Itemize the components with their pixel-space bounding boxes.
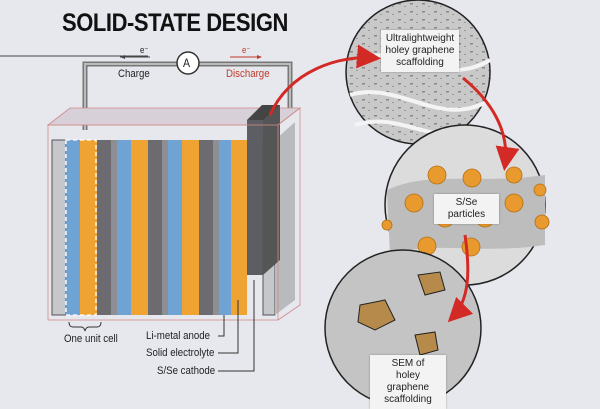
unit-cell-brace: [68, 321, 102, 332]
unit-cell-label: One unit cell: [64, 333, 118, 345]
callout-line: S/Se particles: [447, 197, 486, 220]
sem-callout: SEM of holey graphene scaffolding: [370, 355, 446, 409]
callout-line: scaffolding: [396, 57, 444, 68]
zoom-arrow-2: [462, 76, 520, 171]
electron-right-label: e⁻: [242, 45, 251, 55]
callout-line: holey graphene: [386, 370, 430, 393]
anode-label: Li-metal anode: [146, 330, 211, 342]
electrolyte-label: Solid electrolyte: [146, 347, 215, 359]
particles-callout: S/Se particles: [434, 194, 499, 224]
discharge-label: Discharge: [226, 68, 270, 80]
callout-line: holey graphene: [385, 45, 455, 56]
graphene-zoom-circle: [345, 0, 492, 145]
graphene-callout: Ultralightweight holey graphene scaffold…: [381, 30, 459, 72]
charge-label: Charge: [118, 68, 150, 80]
battery-layers: [51, 120, 295, 316]
diagram-title: SOLID-STATE DESIGN: [62, 9, 288, 37]
ammeter-icon: [176, 51, 200, 75]
cathode-label: S/Se cathode: [157, 365, 216, 377]
callout-line: Ultralightweight: [385, 33, 455, 44]
callout-line: SEM of: [391, 358, 425, 369]
zoom-arrow-1: [268, 44, 381, 116]
callout-line: scaffolding: [384, 394, 432, 405]
ammeter-label: A: [183, 56, 191, 70]
electron-left-label: e⁻: [140, 45, 149, 55]
zoom-arrow-3: [447, 234, 474, 323]
unit-cell-outline: [65, 139, 97, 316]
